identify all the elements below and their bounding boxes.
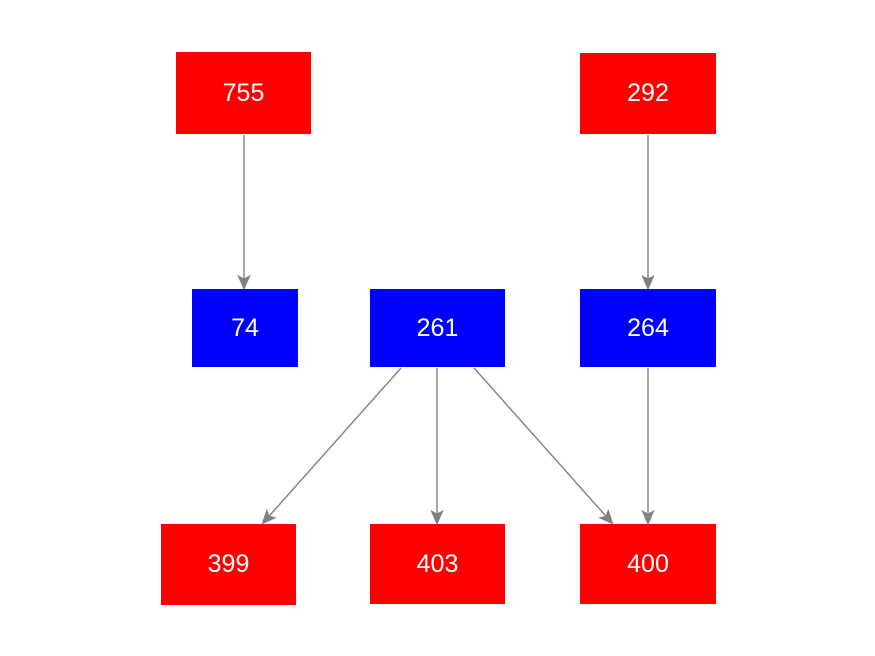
graph-node-403[interactable]: 403 — [370, 524, 505, 604]
graph-node-400[interactable]: 400 — [580, 524, 716, 604]
node-label: 403 — [416, 549, 459, 578]
graph-node-292[interactable]: 292 — [580, 53, 716, 134]
node-label: 264 — [627, 313, 669, 342]
node-label: 399 — [207, 550, 250, 578]
graph-node-264[interactable]: 264 — [580, 289, 716, 367]
node-label: 74 — [231, 313, 259, 342]
node-label: 292 — [627, 79, 669, 107]
graph-node-74[interactable]: 74 — [192, 289, 298, 367]
node-label: 755 — [222, 78, 265, 107]
graph-node-261[interactable]: 261 — [370, 289, 505, 367]
edge-arrow — [261, 367, 402, 525]
edge-arrow — [473, 367, 614, 525]
node-label: 261 — [416, 313, 459, 342]
node-label: 400 — [627, 549, 669, 578]
graph-node-755[interactable]: 755 — [176, 52, 311, 134]
graph-node-399[interactable]: 399 — [161, 524, 296, 605]
